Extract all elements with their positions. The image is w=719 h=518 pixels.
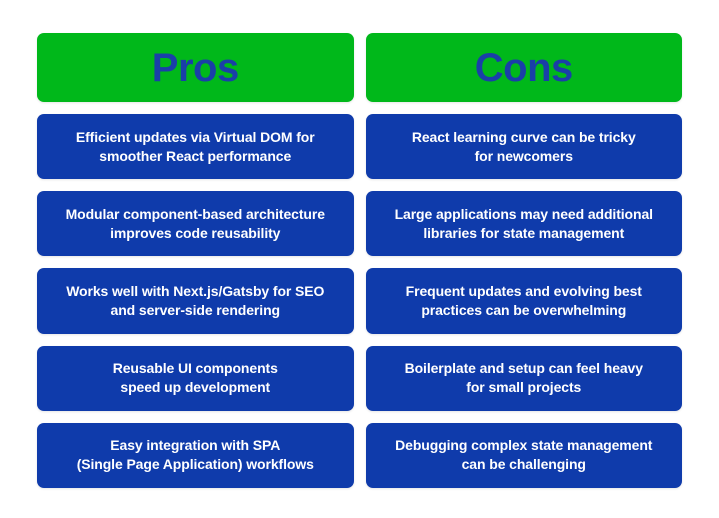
pros-card-4: Reusable UI components speed up developm… <box>37 345 354 411</box>
column-header-label-cons: Cons <box>474 45 574 90</box>
column-cons: Cons React learning curve can be tricky … <box>365 33 682 489</box>
card-list-cons: React learning curve can be tricky for n… <box>365 114 682 489</box>
pros-card-3-text: Works well with Next.js/Gatsby for SEO a… <box>66 283 325 318</box>
cons-card-4-text: Boilerplate and setup can feel heavy for… <box>404 360 643 396</box>
pros-card-5: Easy integration with SPA (Single Page A… <box>37 422 354 489</box>
pros-card-4-text: Reusable UI components speed up developm… <box>112 360 278 396</box>
pros-card-5-text: Easy integration with SPA (Single Page A… <box>76 437 314 473</box>
pros-card-3: Works well with Next.js/Gatsby for SEO a… <box>37 268 354 334</box>
pros-card-2: Modular component-based architecture imp… <box>37 191 354 257</box>
card-list-pros: Efficient updates via Virtual DOM for sm… <box>37 114 354 489</box>
cons-card-3-text: Frequent updates and evolving best pract… <box>405 283 642 318</box>
cons-card-3: Frequent updates and evolving best pract… <box>365 268 682 334</box>
column-header-label-pros: Pros <box>151 45 239 90</box>
cons-card-4: Boilerplate and setup can feel heavy for… <box>365 345 682 411</box>
cons-card-5-text: Debugging complex state management can b… <box>395 437 653 473</box>
column-header-pros: Pros <box>37 33 354 102</box>
cons-card-1-text: React learning curve can be tricky for n… <box>411 128 636 164</box>
cons-card-2: Large applications may need additional l… <box>365 191 682 257</box>
column-header-cons: Cons <box>365 33 682 102</box>
column-pros: Pros Efficient updates via Virtual DOM f… <box>37 33 354 489</box>
cons-card-2-text: Large applications may need additional l… <box>394 205 653 241</box>
cons-card-1: React learning curve can be tricky for n… <box>365 114 682 180</box>
pros-card-1-text: Efficient updates via Virtual DOM for sm… <box>75 128 315 164</box>
pros-card-2-text: Modular component-based architecture imp… <box>65 205 325 241</box>
pros-card-1: Efficient updates via Virtual DOM for sm… <box>37 114 354 180</box>
cons-card-5: Debugging complex state management can b… <box>365 422 682 489</box>
